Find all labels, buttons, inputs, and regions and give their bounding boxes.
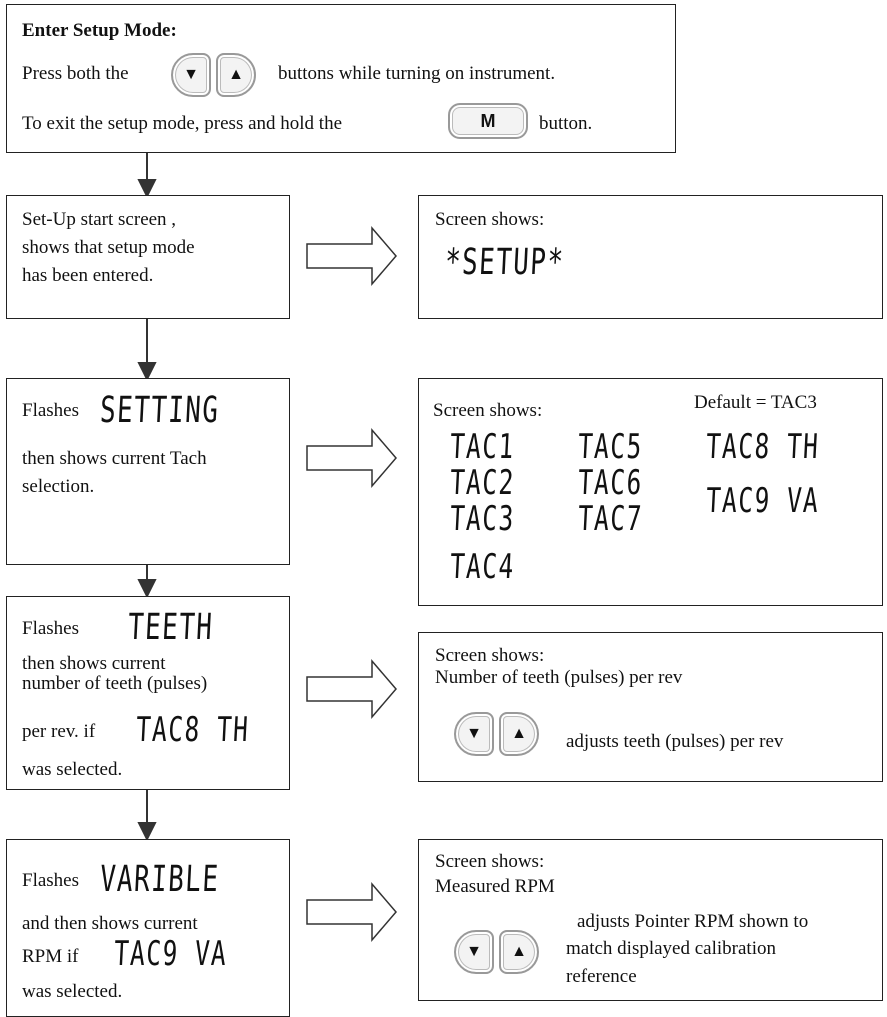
step3-right-box bbox=[418, 632, 883, 782]
step4-adjust-1: adjusts Pointer RPM shown to bbox=[577, 911, 809, 932]
step2-right-box bbox=[418, 378, 883, 606]
option-tac9-va: TAC9 VA bbox=[704, 481, 821, 521]
down-button-step3[interactable]: ▼ bbox=[454, 712, 494, 756]
step3-line2: number of teeth (pulses) bbox=[22, 673, 208, 694]
step3-per-rev: per rev. if bbox=[22, 721, 96, 742]
arrow-right-3 bbox=[306, 658, 397, 720]
up-arrow-icon: ▲ bbox=[511, 725, 527, 742]
step2-screen-label: Screen shows: bbox=[433, 400, 543, 421]
option-tac8-th: TAC8 TH bbox=[704, 427, 821, 467]
down-arrow-icon: ▼ bbox=[183, 66, 199, 83]
buttons-while-text: buttons while turning on instrument. bbox=[278, 63, 556, 84]
option-tac5: TAC5 bbox=[576, 427, 644, 467]
exit-setup-text: To exit the setup mode, press and hold t… bbox=[22, 113, 343, 134]
step3-line1: then shows current bbox=[22, 653, 166, 674]
step1-line2: shows that setup mode bbox=[22, 237, 195, 258]
option-tac6: TAC6 bbox=[576, 463, 644, 503]
teeth-display: TEETH bbox=[126, 607, 215, 648]
option-tac1: TAC1 bbox=[448, 427, 516, 467]
arrow-right-1 bbox=[306, 225, 397, 287]
setup-display: *SETUP* bbox=[443, 242, 566, 283]
step4-selected: was selected. bbox=[22, 981, 123, 1002]
step2-line2: selection. bbox=[22, 476, 95, 497]
option-tac7: TAC7 bbox=[576, 499, 644, 539]
step1-left-box bbox=[6, 195, 290, 319]
step3-selected: was selected. bbox=[22, 759, 123, 780]
down-button[interactable]: ▼ bbox=[171, 53, 211, 97]
down-button-step4[interactable]: ▼ bbox=[454, 930, 494, 974]
up-arrow-icon: ▲ bbox=[228, 66, 244, 83]
up-button[interactable]: ▲ bbox=[216, 53, 256, 97]
step2-line1: then shows current Tach bbox=[22, 448, 207, 469]
arrow-right-2 bbox=[306, 427, 397, 489]
down-arrow-icon: ▼ bbox=[466, 943, 482, 960]
varible-display: VARIBLE bbox=[98, 859, 221, 900]
step3-screen-label: Screen shows: bbox=[435, 645, 545, 666]
tac9-va-display: TAC9 VA bbox=[112, 934, 229, 974]
step4-flashes: Flashes bbox=[22, 870, 79, 891]
step4-right-box bbox=[418, 839, 883, 1001]
arrow-right-4 bbox=[306, 881, 397, 943]
down-arrow-icon: ▼ bbox=[466, 725, 482, 742]
m-button[interactable]: M bbox=[448, 103, 528, 139]
button-text: button. bbox=[539, 113, 593, 134]
enter-setup-box bbox=[6, 4, 676, 153]
up-button-step4[interactable]: ▲ bbox=[499, 930, 539, 974]
step1-right-box bbox=[418, 195, 883, 319]
up-button-step3[interactable]: ▲ bbox=[499, 712, 539, 756]
step4-left-box bbox=[6, 839, 290, 1017]
step4-line1: and then shows current bbox=[22, 913, 198, 934]
step4-adjust-3: reference bbox=[566, 966, 637, 987]
step1-line1: Set-Up start screen , bbox=[22, 209, 177, 230]
step3-adjust: adjusts teeth (pulses) per rev bbox=[566, 731, 784, 752]
enter-setup-title: Enter Setup Mode: bbox=[22, 20, 177, 41]
step4-screen-label: Screen shows: bbox=[435, 851, 545, 872]
option-tac3: TAC3 bbox=[448, 499, 516, 539]
option-tac2: TAC2 bbox=[448, 463, 516, 503]
step1-line3: has been entered. bbox=[22, 265, 154, 286]
step2-flashes: Flashes bbox=[22, 400, 79, 421]
step3-left-box bbox=[6, 596, 290, 790]
setting-display: SETTING bbox=[98, 390, 221, 431]
step3-screen-line: Number of teeth (pulses) per rev bbox=[435, 667, 683, 688]
step2-left-box bbox=[6, 378, 290, 565]
step3-flashes: Flashes bbox=[22, 618, 79, 639]
option-tac4: TAC4 bbox=[448, 547, 516, 587]
tac8-th-display: TAC8 TH bbox=[134, 710, 251, 750]
step1-screen-label: Screen shows: bbox=[435, 209, 545, 230]
step4-rpm-if: RPM if bbox=[22, 946, 79, 967]
up-arrow-icon: ▲ bbox=[511, 943, 527, 960]
press-both-text: Press both the bbox=[22, 63, 129, 84]
step4-screen-line: Measured RPM bbox=[435, 876, 555, 897]
step4-adjust-2: match displayed calibration bbox=[566, 938, 776, 959]
default-label: Default = TAC3 bbox=[694, 392, 817, 413]
